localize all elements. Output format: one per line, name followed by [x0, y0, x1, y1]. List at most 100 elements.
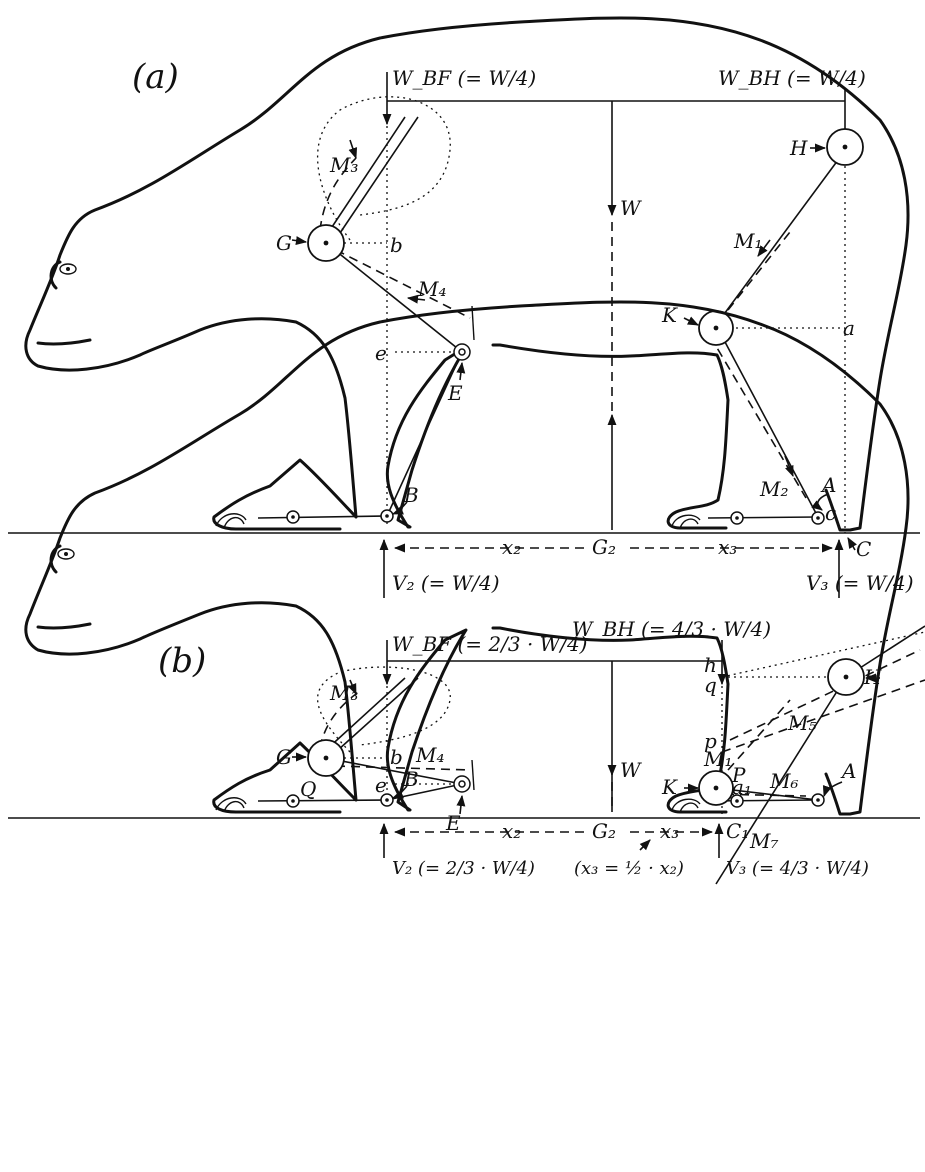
label-a-joint-a: A [820, 473, 836, 497]
muscle-m1-b [727, 699, 791, 771]
m4-arrow-a [406, 294, 426, 304]
front-toe-center-a [291, 515, 295, 519]
scapula-outline-b [316, 666, 451, 753]
bear-outline-b [385, 628, 468, 812]
bear-eye-a [59, 263, 77, 275]
femur-b [715, 676, 847, 885]
joint-b-center-b [385, 798, 389, 802]
label-m7-b: M₇ [749, 829, 779, 853]
label-k-b: K [661, 775, 678, 799]
c-pointer-a [847, 537, 857, 551]
label-m1-b: M₁ [703, 747, 733, 771]
label-m5-b: M₅ [787, 711, 817, 735]
panel-b-title: (b) [158, 641, 206, 681]
label-k-a: K [661, 303, 678, 327]
label-c-small-a: c [825, 501, 836, 525]
front-claws-b [215, 797, 247, 813]
joint-p-center-b [735, 799, 739, 803]
a-pointer-a [811, 493, 829, 511]
bear-eye-b [57, 548, 75, 560]
scapula-b [325, 677, 406, 751]
q-line-b [721, 631, 925, 678]
hind-claws-b [671, 798, 701, 813]
joint-h-center-a [842, 144, 848, 150]
joint-q-center-b [291, 799, 295, 803]
label-m4-a: M₄ [417, 277, 447, 301]
label-v3-b: V₃ (= 4/3 · W/4) [726, 858, 869, 879]
scapula-outline-a [316, 96, 451, 241]
label-w-b: W [620, 758, 642, 782]
label-p-upper-b: P [731, 763, 746, 787]
label-b-upper-b: b [390, 745, 403, 769]
hind-toe-center-a [735, 516, 739, 520]
label-e-a: E [447, 381, 463, 405]
bear-outline-a [385, 345, 468, 529]
label-x2-b: x₂ [502, 819, 521, 843]
joint-g-center-a [323, 240, 329, 246]
joint-a-center-b [816, 798, 820, 802]
bear-body-outline-b [24, 300, 910, 816]
label-w-bh-a: W_BH (= W/4) [718, 66, 866, 90]
label-v2-a: V₂ (= W/4) [392, 571, 500, 595]
front-foot-b [257, 799, 388, 802]
b-pointer-b [391, 785, 408, 799]
label-e-small-b: e [375, 773, 387, 797]
hind-foot-a [707, 516, 819, 519]
bear-muzzle-b [36, 622, 92, 630]
b-pointer-a [391, 501, 408, 515]
bear-pupil-b [64, 552, 68, 556]
bear-ear-a [49, 260, 62, 290]
label-x3-note-b: (x₃ = ½ · x₂) [574, 858, 684, 879]
m2-arrow-a [784, 455, 794, 478]
label-m6-b: M₆ [769, 769, 799, 793]
m3-arrow-b [347, 679, 357, 696]
label-c1-b: C₁ [726, 819, 749, 843]
m1-arrow-a [757, 239, 771, 257]
label-w-bf-b: W_BF (= 2/3 · W/4) [392, 632, 588, 656]
label-b-a: B [403, 483, 419, 507]
panel-b: (b) [8, 300, 925, 885]
label-h-b: H [863, 665, 882, 689]
bear-pupil-a [66, 267, 70, 271]
g-pointer-a [291, 236, 308, 246]
label-h-small-b: h [704, 653, 717, 677]
bear-ear-b [49, 544, 62, 574]
bear-muzzle-a [36, 338, 92, 346]
label-q-small-b: q [704, 673, 717, 697]
scapula-edge-b [337, 677, 419, 751]
label-a-point-a: a [843, 316, 855, 340]
joint-e-inner-b [458, 780, 466, 788]
scapula-edge-a [337, 116, 419, 237]
label-v2-b: V₂ (= 2/3 · W/4) [392, 858, 535, 879]
joint-a-center-a [816, 516, 820, 520]
label-m4-b: M₄ [415, 743, 445, 767]
muscle-m4-a [335, 249, 471, 319]
femur-a [715, 159, 839, 326]
joint-g-center-b [323, 755, 329, 761]
forearm-a [386, 351, 463, 517]
joint-e-inner-a [458, 348, 466, 356]
joint-k-center-b [713, 785, 719, 791]
k-pointer-a [683, 316, 700, 326]
label-e-b: E [445, 811, 461, 835]
label-m2-a: M₂ [759, 477, 789, 501]
label-g2-b: G₂ [592, 819, 616, 843]
m4-stub-a [471, 305, 475, 341]
label-g-a: G [276, 231, 292, 255]
label-q-b: Q [300, 777, 316, 801]
e-pointer-a [456, 361, 466, 381]
label-h-a: H [789, 136, 808, 160]
label-m3-b: M₃ [329, 681, 359, 705]
label-a1-b: a₁ [732, 775, 752, 799]
joint-h-center-b [843, 674, 849, 680]
label-e-small-a: e [375, 341, 387, 365]
label-x3-a: x₃ [718, 535, 737, 559]
scapula-a [325, 116, 406, 237]
label-w-bh-b: W_BH (= 4/3 · W/4) [572, 617, 771, 641]
hind-claws-a [671, 514, 701, 529]
joint-b-center-a [385, 514, 389, 518]
tibia-a [715, 324, 819, 518]
label-g-b: G [276, 745, 292, 769]
muscle-m5-b [729, 649, 921, 741]
joint-k-center-a [713, 325, 719, 331]
